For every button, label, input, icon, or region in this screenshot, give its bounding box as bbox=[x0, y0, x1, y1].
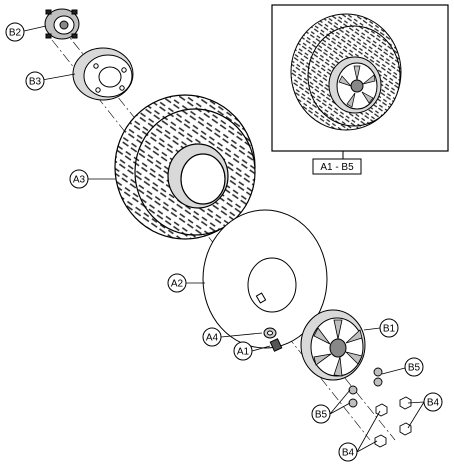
leader-lines bbox=[23, 25, 425, 453]
callout-a2: A2 bbox=[167, 273, 187, 293]
svg-text:A2: A2 bbox=[171, 279, 184, 290]
inset-frame: A1 - B5 bbox=[271, 4, 449, 175]
callout-b3: B3 bbox=[25, 71, 45, 91]
svg-text:B5: B5 bbox=[408, 363, 421, 374]
svg-text:A3: A3 bbox=[73, 175, 86, 186]
inset-label: A1 - B5 bbox=[320, 162, 354, 173]
svg-text:B4: B4 bbox=[427, 398, 440, 409]
callout-b4-bottom: B4 bbox=[338, 442, 358, 462]
svg-text:B5: B5 bbox=[315, 410, 328, 421]
callout-b4-right: B4 bbox=[423, 392, 443, 412]
callout-a3: A3 bbox=[69, 169, 89, 189]
rim-b1 bbox=[300, 309, 366, 381]
tire-a3 bbox=[114, 94, 256, 240]
callout-b5-left: B5 bbox=[311, 404, 331, 424]
callout-a4: A4 bbox=[202, 327, 222, 347]
callout-a1: A1 bbox=[233, 341, 253, 361]
hub-flange-b3 bbox=[72, 47, 134, 101]
svg-text:B4: B4 bbox=[342, 448, 355, 459]
inset-wheel bbox=[290, 13, 402, 131]
valve-stem-a1 bbox=[269, 338, 283, 352]
svg-text:B2: B2 bbox=[9, 28, 22, 39]
callout-b5-top: B5 bbox=[404, 357, 424, 377]
callout-b2: B2 bbox=[5, 22, 25, 42]
valve-nut-a4 bbox=[263, 327, 277, 339]
callouts: B2 B3 A3 A2 A4 A1 B1 B5 B5 B4 B4 bbox=[5, 22, 443, 462]
nuts-b5 bbox=[348, 367, 383, 408]
callout-b1: B1 bbox=[379, 318, 399, 338]
svg-text:B3: B3 bbox=[29, 77, 42, 88]
inner-tube-a2 bbox=[202, 209, 328, 349]
hub-cap-b2 bbox=[44, 8, 80, 40]
svg-text:B1: B1 bbox=[383, 324, 396, 335]
svg-text:A1: A1 bbox=[237, 347, 250, 358]
bolts-b4 bbox=[374, 396, 412, 448]
svg-text:A4: A4 bbox=[206, 333, 219, 344]
